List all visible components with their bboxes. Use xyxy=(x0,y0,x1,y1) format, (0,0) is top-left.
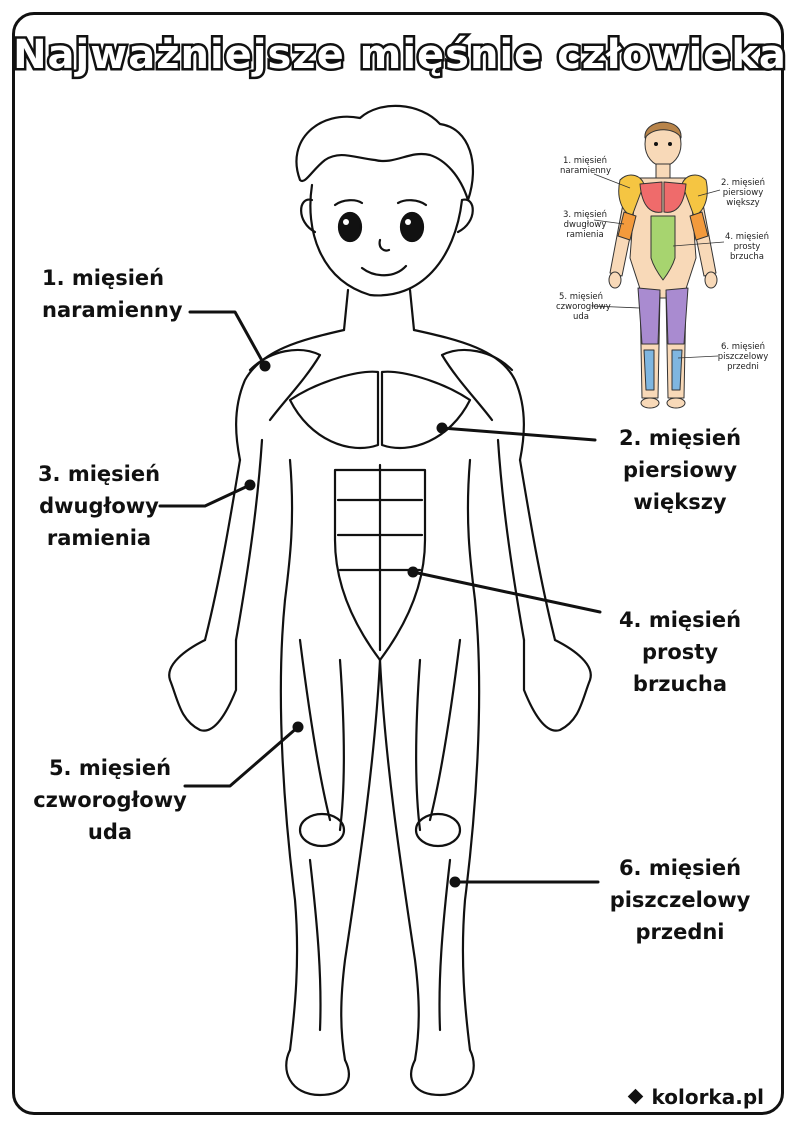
label-pectoral-line2: piersiowy xyxy=(622,458,738,482)
mini-label-pectoral-line1: 2. mięsień xyxy=(720,178,766,188)
mini-label-quadriceps-line2: czworogłowy xyxy=(556,302,611,312)
mini-label-quadriceps-line3: uda xyxy=(573,312,589,322)
mini-label-deltoid-line2: naramienny xyxy=(560,166,611,176)
mini-label-biceps-line2: dwugłowy xyxy=(563,220,607,230)
label-tibialis: 6. mięsień piszczelowy przedni xyxy=(600,852,760,948)
label-tibialis-line2: piszczelowy xyxy=(609,888,751,912)
label-pectoral: 2. mięsień piersiowy większy xyxy=(600,422,760,518)
mini-label-tibialis: 6. mięsień piszczelowy przedni xyxy=(716,342,770,372)
label-deltoid: 1. mięsień naramienny xyxy=(42,262,183,326)
mini-label-tibialis-line3: przedni xyxy=(727,362,759,372)
label-deltoid-line2: naramienny xyxy=(42,298,183,322)
mini-colored-reference-figure xyxy=(591,121,725,409)
mini-label-abdominal-line3: brzucha xyxy=(729,252,764,262)
mini-label-deltoid: 1. mięsień naramienny xyxy=(560,156,611,176)
label-quadriceps-line1: 5. mięsień xyxy=(48,756,172,780)
mini-label-biceps-line3: ramienia xyxy=(566,230,604,240)
mini-label-tibialis-line2: piszczelowy xyxy=(717,352,769,362)
mini-label-abdominal-line1: 4. mięsień xyxy=(724,232,770,242)
mini-label-abdominal-line2: prosty xyxy=(733,242,761,252)
mini-label-biceps: 3. mięsień dwugłowy ramienia xyxy=(560,210,610,240)
label-biceps-line2: dwugłowy xyxy=(39,494,159,518)
label-pectoral-line3: większy xyxy=(633,490,727,514)
leader-lines xyxy=(158,310,602,884)
label-abdominal-line1: 4. mięsień xyxy=(618,608,742,632)
label-deltoid-line1: 1. mięsień xyxy=(42,266,165,290)
page-title: Najważniejsze mięśnie człowieka xyxy=(11,30,789,81)
label-biceps-line3: ramienia xyxy=(46,526,152,550)
brand-text: kolorka.pl xyxy=(651,1085,764,1109)
label-biceps-line1: 3. mięsień xyxy=(37,462,161,486)
mini-label-deltoid-line1: 1. mięsień xyxy=(562,156,608,166)
label-pectoral-line1: 2. mięsień xyxy=(618,426,742,450)
label-tibialis-line3: przedni xyxy=(635,920,725,944)
mini-label-pectoral-line2: piersiowy xyxy=(722,188,764,198)
label-quadriceps-line2: czworogłowy xyxy=(33,788,187,812)
mini-label-biceps-line1: 3. mięsień xyxy=(562,210,608,220)
mini-label-tibialis-line1: 6. mięsień xyxy=(720,342,766,352)
diamond-icon xyxy=(628,1088,644,1105)
label-abdominal-line2: prosty xyxy=(641,640,719,664)
label-tibialis-line1: 6. mięsień xyxy=(618,856,742,880)
label-abdominal: 4. mięsień prosty brzucha xyxy=(605,604,755,700)
label-abdominal-line3: brzucha xyxy=(632,672,728,696)
mini-label-pectoral: 2. mięsień piersiowy większy xyxy=(718,178,768,208)
mini-label-quadriceps: 5. mięsień czworogłowy uda xyxy=(556,292,611,322)
label-biceps: 3. mięsień dwugłowy ramienia xyxy=(34,458,164,554)
label-quadriceps: 5. mięsień czworogłowy uda xyxy=(30,752,190,848)
label-quadriceps-line3: uda xyxy=(87,820,133,844)
brand-logo[interactable]: kolorka.pl xyxy=(628,1085,764,1109)
mini-label-abdominal: 4. mięsień prosty brzucha xyxy=(722,232,772,262)
mini-label-quadriceps-line1: 5. mięsień xyxy=(558,292,604,302)
mini-label-pectoral-line3: większy xyxy=(726,198,760,208)
page-frame xyxy=(12,12,784,1115)
